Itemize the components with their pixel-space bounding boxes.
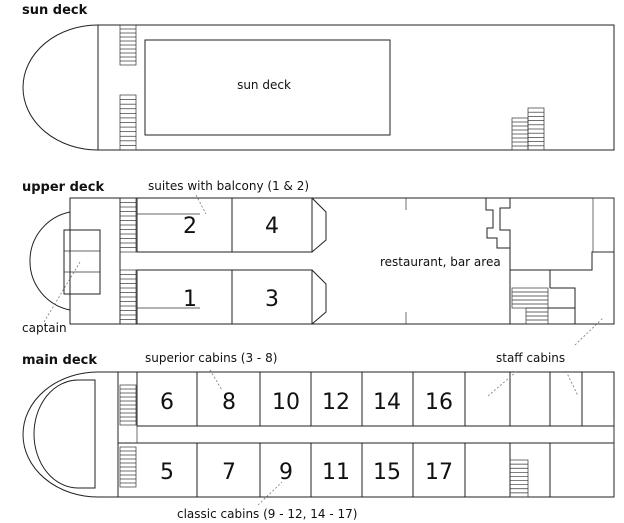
upper-deck-title: upper deck [22, 180, 104, 195]
cabin-number: 1 [183, 287, 197, 312]
captain-label: captain [22, 321, 67, 335]
cabin-number: 3 [265, 287, 279, 312]
suites-label: suites with balcony (1 & 2) [148, 179, 309, 193]
cabin-number: 6 [160, 390, 174, 415]
cabin-number: 8 [222, 390, 236, 415]
main-deck-hull [22, 371, 615, 498]
sun-deck-area-label: sun deck [237, 78, 291, 92]
cabin-dividers [196, 372, 583, 497]
bow-room [33, 379, 96, 489]
cabin-number: 4 [265, 214, 279, 239]
stairs-icon [119, 384, 529, 498]
staff-cabins-label: staff cabins [496, 351, 565, 365]
cabin-number: 15 [373, 460, 401, 485]
sun-deck-hull [22, 24, 615, 151]
galley-wall [485, 198, 511, 249]
cabin-4-room [231, 197, 313, 253]
restaurant-label: restaurant, bar area [380, 255, 501, 269]
aft-rooms [509, 248, 614, 324]
upper-deck: upper deck suites with balcony (1 & 2) c… [22, 179, 615, 346]
captain-pointer [43, 261, 81, 323]
sun-deck-title: sun deck [22, 3, 88, 18]
cabin-number: 10 [272, 390, 300, 415]
cabin-number: 7 [222, 460, 236, 485]
cabin-number: 16 [425, 390, 453, 415]
cabin-number: 17 [425, 460, 453, 485]
sun-deck-area [144, 39, 391, 136]
cabin-number: 12 [322, 390, 350, 415]
stairs-icon [119, 197, 549, 325]
main-deck-title: main deck [22, 353, 97, 368]
superior-cabins-label: superior cabins (3 - 8) [145, 351, 277, 365]
cabin-number: 2 [183, 214, 197, 239]
top-cabin-row [136, 371, 615, 427]
sun-deck: sun deck sun deck [22, 3, 615, 151]
classic-cabins-label: classic cabins (9 - 12, 14 - 17) [177, 507, 357, 521]
balcony [311, 197, 327, 253]
cabin-number: 9 [279, 460, 293, 485]
balcony [311, 269, 327, 325]
cabin-number: 11 [322, 460, 350, 485]
stairs-icon [119, 24, 545, 151]
cabin-2-room [136, 198, 232, 253]
cabin-1-room [136, 269, 232, 324]
main-deck: main deck superior cabins (3 - 8) staff … [22, 351, 615, 521]
cabin-3-room [231, 269, 313, 325]
captain-room [63, 229, 101, 295]
cabin-number: 5 [160, 460, 174, 485]
bottom-cabin-row [117, 442, 615, 498]
cabin-number: 14 [373, 390, 401, 415]
upper-deck-hull [29, 197, 615, 325]
